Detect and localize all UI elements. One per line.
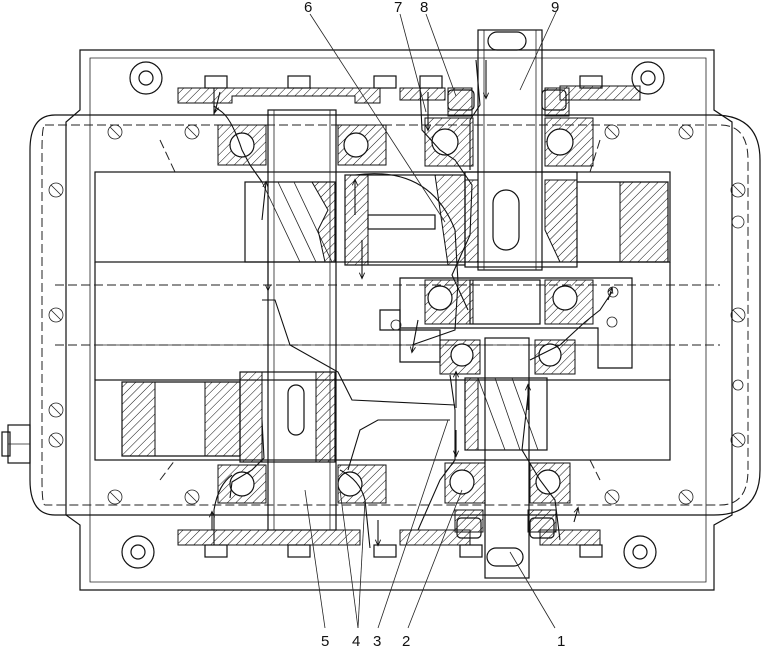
- upper-output-bearings: [424, 87, 594, 167]
- base-plate: [65, 49, 733, 591]
- inner-bearing-housing: [379, 277, 633, 369]
- lower-input-bearings: [439, 339, 576, 533]
- lubrication-flow-paths: [212, 59, 612, 549]
- lower-input-shaft: [464, 337, 548, 579]
- shaft-seals: [447, 89, 567, 539]
- callout-7: 7: [394, 0, 402, 16]
- callout-9: 9: [551, 0, 559, 16]
- intermediate-shaft-bearings: [217, 124, 387, 504]
- bottom-bearing-covers: [177, 529, 603, 558]
- callout-8: 8: [420, 0, 428, 16]
- callout-1: 1: [557, 633, 565, 650]
- upper-output-shaft: [464, 29, 669, 271]
- callout-3: 3: [373, 633, 381, 650]
- drain-plug: [1, 424, 31, 464]
- housing-inner-cavity: [55, 139, 720, 481]
- intermediate-shaft: [244, 109, 337, 531]
- housing-bolts: [1, 124, 746, 505]
- callout-4: 4: [352, 633, 360, 650]
- callout-2: 2: [402, 633, 410, 650]
- callout-labels: 6 7 8 9 5 4 3 2 1: [304, 0, 565, 650]
- foundation-bolts: [121, 61, 665, 569]
- lower-left-gear: [121, 371, 336, 463]
- callout-6: 6: [304, 0, 312, 16]
- top-bearing-covers: [177, 75, 641, 104]
- leader-lines: [304, 9, 558, 629]
- housing-outer-wall: [29, 114, 761, 516]
- callout-5: 5: [321, 633, 329, 650]
- middle-gear-cluster: [344, 174, 466, 266]
